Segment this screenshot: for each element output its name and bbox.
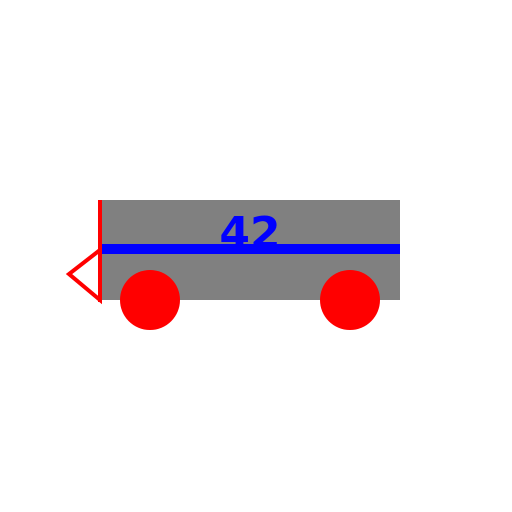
blue-stripe (100, 244, 400, 254)
front-wheel (320, 270, 380, 330)
front-triangle-marker (65, 245, 102, 305)
rear-wheel (120, 270, 180, 330)
